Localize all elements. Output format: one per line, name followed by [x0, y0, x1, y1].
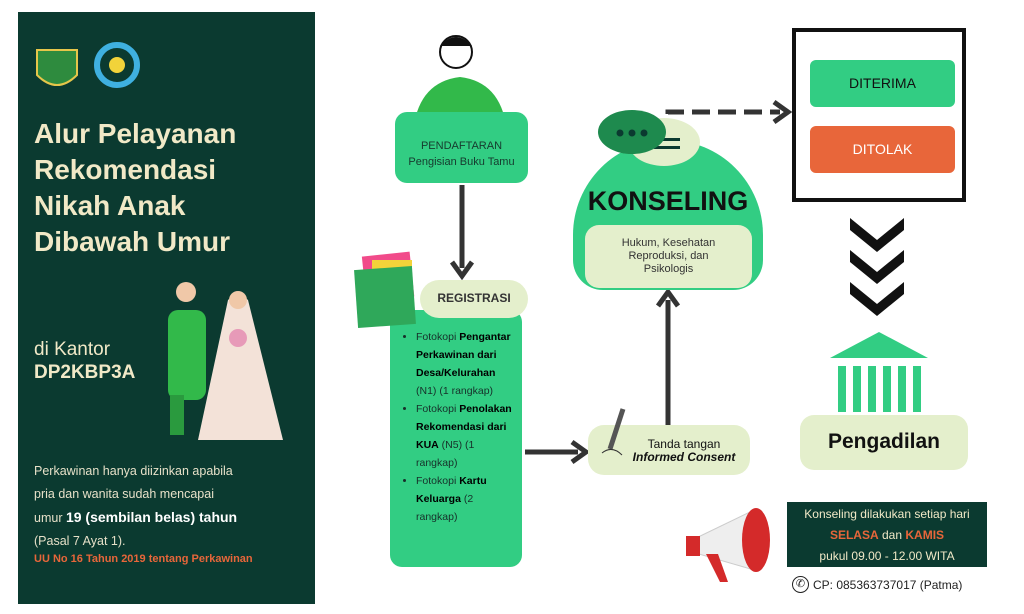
- left-panel: Alur Pelayanan Rekomendasi Nikah Anak Di…: [18, 12, 315, 604]
- informed-consent-label: Informed Consent: [632, 450, 736, 464]
- ditolak-box: DITOLAK: [810, 126, 955, 173]
- registrasi-box: Fotokopi Pengantar Perkawinan dari Desa/…: [390, 310, 522, 567]
- tanda-tangan-label: Tanda tangan: [647, 437, 721, 451]
- chat-bubbles-icon: [598, 110, 700, 166]
- law-reference: UU No 16 Tahun 2019 tentang Perkawinan: [34, 553, 253, 565]
- note-line-1: Perkawinan hanya diizinkan apabila: [34, 464, 233, 478]
- subtitle-1: di Kantor: [34, 339, 111, 360]
- result-frame: [792, 28, 966, 202]
- registrasi-item: Fotokopi Kartu Keluarga (2 rangkap): [416, 472, 516, 526]
- megaphone-icon: [686, 508, 770, 582]
- schedule-and: dan: [878, 528, 906, 542]
- note-age: 19 (sembilan belas) tahun: [65, 509, 238, 525]
- logos: [36, 42, 140, 88]
- contact-text: CP: 085363737017 (Patma): [813, 577, 963, 592]
- phone-icon: ✆: [792, 576, 809, 593]
- schedule-day-1: SELASA: [829, 528, 879, 542]
- pen-icon: [601, 408, 626, 456]
- konseling-description: Hukum, Kesehatan Reproduksi, dan Psikolo…: [585, 225, 752, 288]
- registrasi-item: Fotokopi Penolakan Rekomendasi dari KUA …: [416, 400, 516, 472]
- diterima-box: DITERIMA: [810, 60, 955, 107]
- pengadilan-box: Pengadilan: [800, 415, 968, 470]
- note-line-3a: umur: [34, 511, 66, 525]
- documents-icon: [354, 251, 416, 328]
- contact: ✆ CP: 085363737017 (Patma): [792, 576, 962, 593]
- note-line-4: (Pasal 7 Ayat 1).: [34, 534, 126, 548]
- age-requirement-note: Perkawinan hanya diizinkan apabila pria …: [34, 460, 304, 553]
- schedule-day-2: KAMIS: [905, 528, 945, 542]
- schedule-line-1: Konseling dilakukan setiap hari: [804, 507, 970, 521]
- registrasi-title: REGISTRASI: [420, 280, 528, 318]
- court-building-icon: [830, 332, 928, 412]
- schedule-box: Konseling dilakukan setiap hari SELASA d…: [787, 502, 987, 567]
- pendaftaran-box: PENDAFTARAN Pengisian Buku Tamu: [395, 112, 528, 183]
- page-title: Alur Pelayanan Rekomendasi Nikah Anak Di…: [34, 118, 237, 257]
- subtitle-2: DP2KBP3A: [34, 362, 136, 383]
- schedule-time: pukul 09.00 - 12.00 WITA: [819, 549, 955, 563]
- konseling-title: KONSELING: [587, 186, 749, 216]
- couple-illustration: [168, 282, 283, 440]
- chevrons-down: [850, 218, 904, 316]
- registrasi-item: Fotokopi Pengantar Perkawinan dari Desa/…: [416, 328, 516, 400]
- note-line-2: pria dan wanita sudah mencapai: [34, 487, 214, 501]
- pendaftaran-title: PENDAFTARAN: [420, 140, 503, 152]
- pendaftaran-subtitle: Pengisian Buku Tamu: [408, 156, 515, 168]
